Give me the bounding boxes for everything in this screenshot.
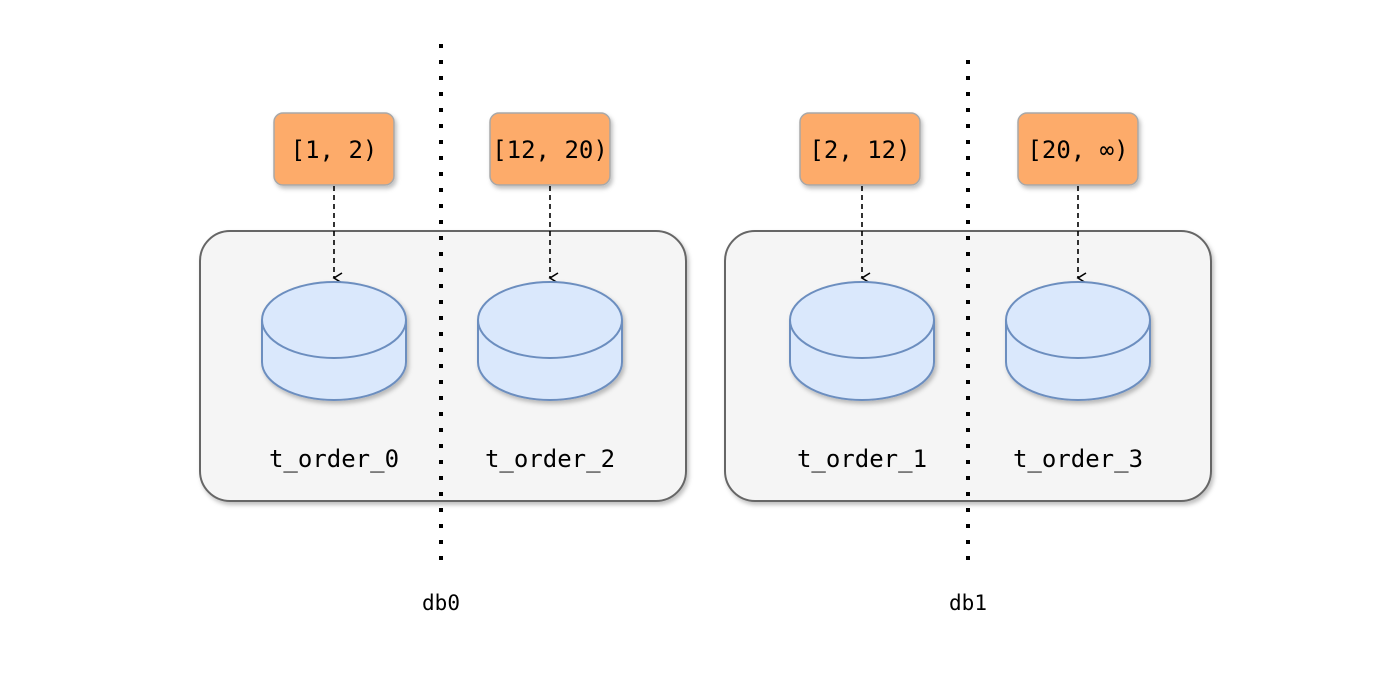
range-label: [2, 12) <box>809 136 910 164</box>
db1-label: db1 <box>949 591 987 615</box>
database-cylinder-icon <box>261 281 407 401</box>
range-label: [20, ∞) <box>1027 136 1128 164</box>
table-name-label: t_order_0 <box>269 445 399 473</box>
db0-label: db0 <box>422 591 460 615</box>
range-box-t_order_2: [12, 20) <box>489 112 611 186</box>
range-label: [12, 20) <box>492 136 608 164</box>
table-name-label: t_order_1 <box>797 445 927 473</box>
range-box-t_order_0: [1, 2) <box>273 112 395 186</box>
table-name-label: t_order_3 <box>1013 445 1143 473</box>
range-box-t_order_3: [20, ∞) <box>1017 112 1139 186</box>
database-cylinder-icon <box>789 281 935 401</box>
table-name-label: t_order_2 <box>485 445 615 473</box>
database-cylinder-icon <box>1005 281 1151 401</box>
range-label: [1, 2) <box>291 136 378 164</box>
range-box-t_order_1: [2, 12) <box>799 112 921 186</box>
database-cylinder-icon <box>477 281 623 401</box>
